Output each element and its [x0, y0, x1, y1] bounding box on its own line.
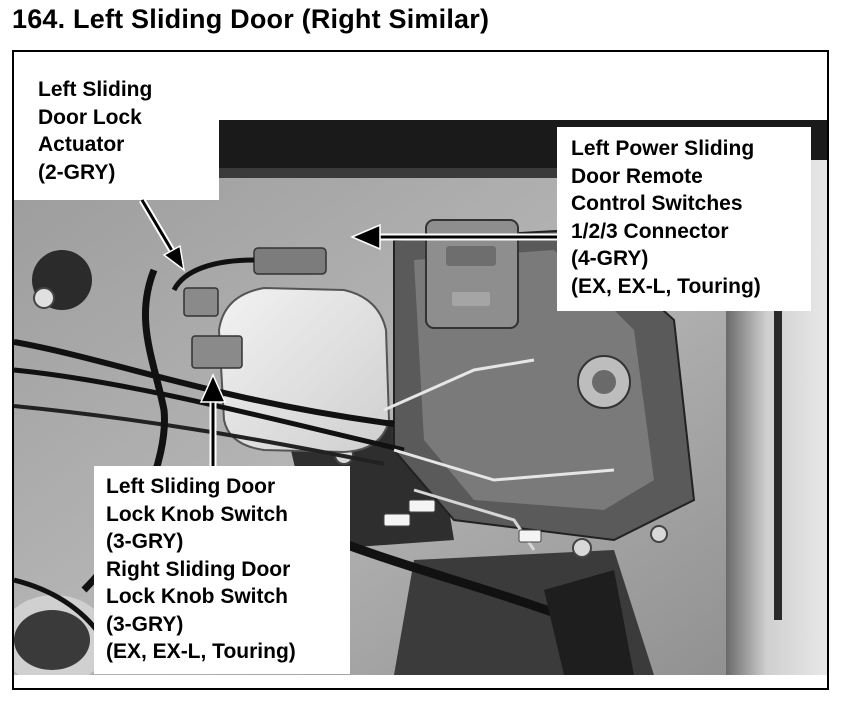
callout-line: (3-GRY): [106, 612, 184, 636]
callout-line: Door Remote: [571, 164, 703, 188]
callout-remote-control-switches-connector: Left Power Sliding Door Remote Control S…: [557, 127, 811, 311]
callout-door-lock-actuator: Left Sliding Door Lock Actuator (2-GRY): [14, 52, 219, 200]
callout-line: Right Sliding Door: [106, 557, 291, 581]
callout-line: Lock Knob Switch: [106, 502, 289, 526]
callout-line: (4-GRY): [571, 247, 649, 270]
callout-line: Left Sliding Door: [106, 475, 276, 498]
callout-line: 1/2/3 Connector: [571, 219, 729, 243]
callout-line: (EX, EX-L, Touring): [106, 640, 296, 663]
callout-line: Actuator: [38, 133, 125, 156]
callout-line: (3-GRY): [106, 530, 184, 553]
callout-line: Left Sliding: [38, 78, 153, 101]
callout-line: Door Lock: [38, 105, 142, 129]
callout-line: Control Switches: [571, 192, 743, 215]
page-title: 164. Left Sliding Door (Right Similar): [12, 4, 490, 34]
callout-line: Lock Knob Switch: [106, 585, 289, 608]
callout-line: Left Power Sliding: [571, 137, 755, 160]
figure-frame: Left Sliding Door Lock Actuator (2-GRY) …: [12, 50, 829, 690]
callout-lock-knob-switch: Left Sliding Door Lock Knob Switch (3-GR…: [94, 466, 350, 674]
callout-line: (2-GRY): [38, 160, 116, 184]
callout-line: (EX, EX-L, Touring): [571, 274, 761, 298]
